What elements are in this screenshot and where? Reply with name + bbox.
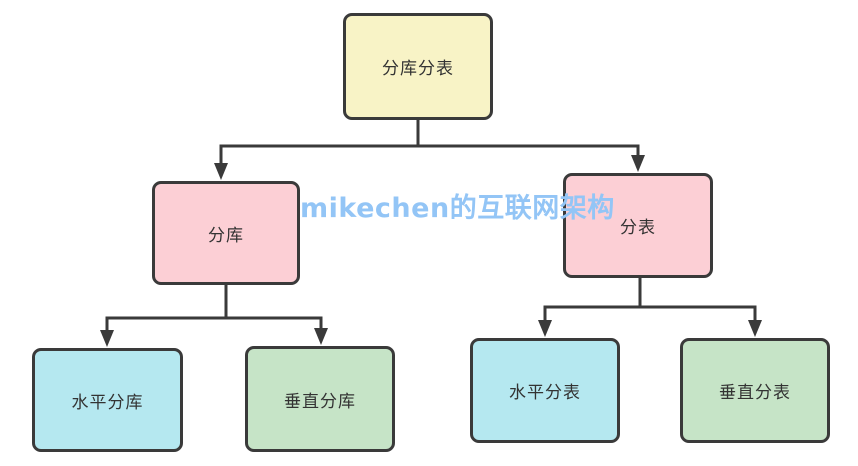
edge-root-to-table-sharding [416, 120, 645, 172]
node-horizontal-table-sharding: 水平分表 [470, 338, 620, 443]
node-label: 分库分表 [382, 59, 454, 79]
watermark-text: mikechen的互联网架构 [300, 193, 615, 224]
node-db-sharding: 分库 [152, 181, 300, 285]
node-label: 水平分表 [509, 383, 581, 403]
node-table-sharding: 分表 [563, 173, 713, 278]
edge-table-to-horizontal-table [538, 278, 642, 337]
edge-db-to-vertical-db [224, 285, 328, 345]
node-horizontal-db-sharding: 水平分库 [32, 348, 183, 452]
node-label: 分表 [620, 218, 656, 238]
edge-db-to-horizontal-db [100, 285, 228, 347]
node-db-and-table-sharding: 分库分表 [343, 13, 493, 120]
node-label: 水平分库 [71, 392, 144, 413]
edge-table-to-vertical-table [638, 278, 762, 337]
node-label: 分库 [208, 225, 244, 246]
node-vertical-table-sharding: 垂直分表 [680, 338, 830, 443]
edge-root-to-db-sharding [214, 120, 420, 180]
node-label: 垂直分库 [284, 391, 356, 412]
node-label: 垂直分表 [719, 383, 791, 403]
node-vertical-db-sharding: 垂直分库 [245, 346, 395, 452]
